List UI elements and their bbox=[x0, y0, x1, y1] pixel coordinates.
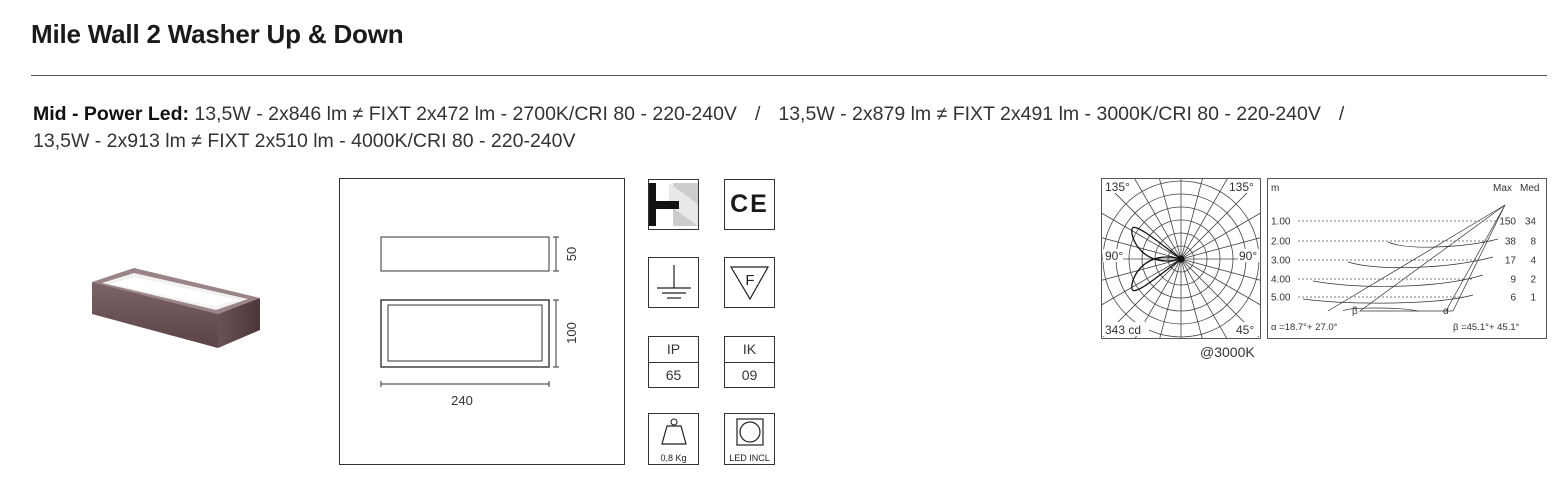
title-divider bbox=[31, 75, 1547, 76]
polar-angle-top-left: 135° bbox=[1105, 180, 1130, 194]
ip-label: IP bbox=[649, 337, 698, 363]
lux-row-distance: 5.00 bbox=[1271, 293, 1291, 304]
lux-row-max: 9 bbox=[1510, 275, 1516, 286]
ip-value: 65 bbox=[665, 367, 682, 383]
earth-ground-icon bbox=[648, 257, 699, 308]
spec-variant-2700k: 13,5W - 2x846 lm ≠ FIXT 2x472 lm - 2700K… bbox=[194, 103, 737, 125]
lux-row-distance: 2.00 bbox=[1271, 237, 1291, 248]
lux-row-max: 6 bbox=[1510, 293, 1516, 304]
ik-label: IK bbox=[725, 337, 774, 363]
ik-rating-badge: IK 09 bbox=[724, 336, 775, 388]
polar-angle-top-right: 135° bbox=[1229, 180, 1254, 194]
illuminance-diagram: m Max Med 1.00 150 34 2.00 38 8 3.00 17 4 4.00 9 2 5… bbox=[1267, 178, 1547, 339]
lux-row-med: 8 bbox=[1530, 237, 1536, 248]
lux-alpha-mark: α bbox=[1443, 306, 1449, 317]
lux-row-max: 38 bbox=[1505, 237, 1517, 248]
page-title: Mile Wall 2 Washer Up & Down bbox=[31, 19, 404, 49]
lux-row-med: 2 bbox=[1530, 275, 1536, 286]
polar-angle-left: 90° bbox=[1105, 249, 1123, 263]
polar-angle-right: 90° bbox=[1239, 249, 1257, 263]
lux-beta-angle: β =45.1°+ 45.1° bbox=[1453, 322, 1520, 333]
svg-text:F: F bbox=[745, 272, 754, 289]
spec-variant-4000k: 13,5W - 2x913 lm ≠ FIXT 2x510 lm - 4000K… bbox=[33, 130, 576, 152]
lux-alpha-angle: α =18.7°+ 27.0° bbox=[1271, 322, 1338, 333]
lux-row-med: 4 bbox=[1530, 256, 1536, 267]
dimension-width: 240 bbox=[451, 393, 473, 408]
led-included-icon: LED INCL bbox=[724, 413, 775, 465]
dimension-height-top: 50 bbox=[564, 247, 579, 261]
product-image bbox=[92, 268, 260, 348]
front-view-outline bbox=[380, 236, 550, 272]
lux-row-max: 150 bbox=[1499, 217, 1516, 228]
lux-col-med: Med bbox=[1520, 183, 1539, 194]
spec-label: Mid - Power Led: bbox=[33, 103, 189, 125]
polar-intensity: 343 cd bbox=[1105, 323, 1141, 337]
dimension-height-bottom: 100 bbox=[564, 322, 579, 344]
wall-mount-icon bbox=[648, 179, 699, 230]
lux-col-m: m bbox=[1271, 183, 1279, 194]
dimension-drawing: 50 100 240 bbox=[339, 178, 625, 465]
lux-row-distance: 1.00 bbox=[1271, 217, 1291, 228]
polar-angle-bottom-right: 45° bbox=[1236, 323, 1254, 337]
led-included-label: LED INCL bbox=[729, 453, 770, 463]
lux-col-max: Max bbox=[1493, 183, 1512, 194]
weight-icon: 0,8 Kg bbox=[648, 413, 699, 465]
lux-row-distance: 3.00 bbox=[1271, 256, 1291, 267]
spec-separator: / bbox=[1338, 103, 1345, 125]
side-view-outline bbox=[380, 299, 550, 368]
lux-row-med: 34 bbox=[1525, 217, 1537, 228]
spec-separator: / bbox=[754, 103, 761, 125]
f-mark-icon: F bbox=[724, 257, 775, 308]
spec-variant-3000k: 13,5W - 2x879 lm ≠ FIXT 2x491 lm - 3000K… bbox=[778, 103, 1321, 125]
spec-text: Mid - Power Led: 13,5W - 2x846 lm ≠ FIXT… bbox=[33, 101, 1533, 155]
ip-rating-badge: IP 65 bbox=[648, 336, 699, 388]
lux-row-max: 17 bbox=[1505, 256, 1517, 267]
lux-beta-mark: β bbox=[1352, 306, 1358, 317]
lux-row-med: 1 bbox=[1530, 293, 1536, 304]
polar-light-diagram: 135° 135° 90° 90° 343 cd 45° bbox=[1071, 149, 1291, 369]
lux-row-distance: 4.00 bbox=[1271, 275, 1291, 286]
ce-mark-icon: CE bbox=[724, 179, 775, 230]
weight-label: 0,8 Kg bbox=[660, 453, 687, 463]
polar-caption: @3000K bbox=[1200, 344, 1255, 360]
ik-value: 09 bbox=[741, 367, 758, 383]
